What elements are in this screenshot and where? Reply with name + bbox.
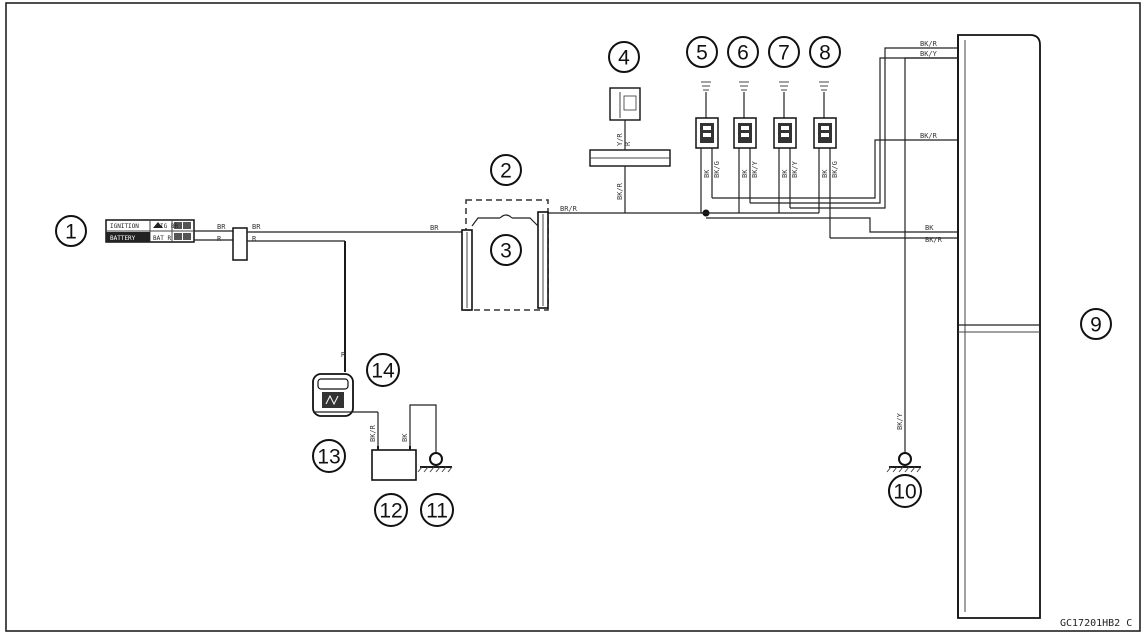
wire-label-o: BK/R (920, 40, 938, 48)
starter-relay (312, 373, 354, 417)
fuse-box-label-ig-br: IG BR (160, 223, 178, 230)
callout-5-label: 5 (696, 42, 708, 65)
wire-label-k: BK/G (713, 161, 721, 178)
callout-10: 10 (888, 474, 922, 508)
callout-3-label: 3 (500, 240, 512, 263)
fuse-box: IGNITION BATTERY BAT R IG BR (105, 219, 195, 243)
callout-5: 5 (686, 36, 718, 68)
fuse-box-label-battery: BATTERY (110, 235, 136, 242)
callout-8: 8 (809, 36, 841, 68)
wire-label-i: Y/R (616, 133, 624, 146)
wire-label-c: BR (252, 223, 261, 231)
ignition-coil-5 (695, 81, 719, 149)
callout-14: 14 (366, 353, 400, 387)
wire-label-u: BK/R (920, 132, 938, 140)
wire-label-e: BR (430, 224, 439, 232)
wire-label-l: BK/Y (751, 160, 759, 178)
callout-2: 2 (490, 154, 522, 186)
callout-13: 13 (312, 439, 346, 473)
ignition-coils (695, 81, 837, 149)
wire-label-y: BK (401, 433, 409, 442)
ignition-coil-7 (773, 81, 797, 149)
wire-label-w: BK/R (369, 424, 377, 442)
callout-10-label: 10 (893, 481, 916, 504)
callout-6: 6 (727, 36, 759, 68)
wire-label-z: BK/Y (896, 412, 904, 430)
wire-label-h: BK/R (616, 182, 624, 200)
wire-label-x: BK (925, 224, 934, 232)
wire-label-d: R (252, 235, 257, 243)
callout-4-label: 4 (618, 47, 630, 70)
callout-4: 4 (608, 41, 640, 73)
callout-1: 1 (55, 215, 87, 247)
wire-label-s: BK (781, 169, 789, 178)
ground-11 (417, 452, 453, 473)
battery (371, 446, 417, 481)
callout-9-label: 9 (1090, 314, 1102, 337)
figure-code: GC17201HB2 C (1060, 618, 1132, 629)
wire-label-f: R (341, 351, 346, 359)
inline-connector (232, 227, 248, 261)
fuse-box-label-bat-r: BAT R (153, 235, 171, 242)
ground-10 (886, 452, 922, 473)
wire-label-n: BK/G (831, 161, 839, 178)
wire-label-p: BK/Y (920, 50, 938, 58)
callout-7-label: 7 (778, 42, 790, 65)
wire-label-q: BK (703, 169, 711, 178)
ignition-switch (461, 199, 549, 311)
callout-13-label: 13 (317, 446, 340, 469)
callout-3: 3 (490, 234, 522, 266)
wire-label-g: BR/R (560, 205, 578, 213)
callout-14-label: 14 (371, 360, 395, 383)
fuse-box-label-ignition: IGNITION (110, 223, 139, 230)
ecu-module (957, 34, 1041, 619)
ignition-coil-6 (733, 81, 757, 149)
callout-8-label: 8 (819, 42, 831, 65)
wire-label-a: BR (217, 223, 226, 231)
callout-12-label: 12 (379, 500, 402, 523)
callout-12: 12 (374, 493, 408, 527)
wire-label-j: R (624, 141, 632, 146)
wire-label-v: BK/R (925, 236, 943, 244)
wire-label-r: BK (741, 169, 749, 178)
wire-label-t: BK (821, 169, 829, 178)
callout-11-label: 11 (426, 500, 448, 523)
callout-2-label: 2 (500, 160, 512, 183)
callout-11: 11 (420, 493, 454, 527)
sensor-4 (589, 87, 671, 167)
wire-label-b: R (217, 235, 222, 243)
callout-9: 9 (1080, 308, 1112, 340)
callout-1-label: 1 (65, 221, 77, 244)
wire-label-m: BK/Y (791, 160, 799, 178)
callout-6-label: 6 (737, 42, 749, 65)
diagram-frame (5, 2, 1141, 632)
ignition-coil-8 (813, 81, 837, 149)
callout-7: 7 (768, 36, 800, 68)
